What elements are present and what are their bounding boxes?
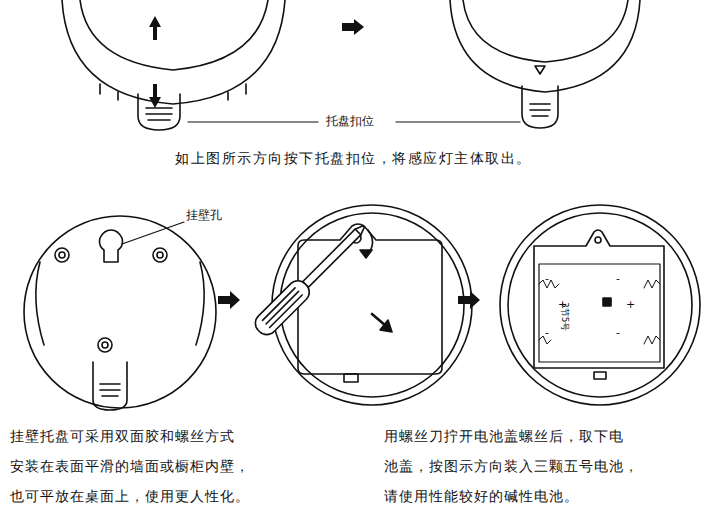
align-mark	[535, 66, 545, 74]
screw-hole	[102, 342, 108, 348]
cover-tab	[594, 372, 606, 379]
lamp-back	[272, 205, 472, 405]
polarity-sign: +	[626, 298, 635, 311]
direction-arrows	[149, 16, 161, 108]
tray-clip	[138, 94, 180, 130]
screwdriver	[251, 219, 371, 339]
instruction-text: 挂壁托盘可采用双面胶和螺丝方式 安装在表面平滑的墙面或橱柜内壁， 也可平放在桌面…	[10, 421, 272, 506]
polarity-sign: -	[545, 272, 549, 285]
screw-hole	[595, 237, 601, 243]
leader-line	[122, 222, 184, 244]
spring	[644, 280, 660, 344]
lamp-ring	[80, 0, 268, 70]
lamp-back	[280, 213, 464, 397]
remove-arrow	[380, 320, 392, 332]
battery-cover	[298, 224, 442, 374]
lamp-body	[450, 0, 640, 92]
tray-edge	[196, 262, 204, 345]
lamp-body	[62, 0, 285, 104]
turn-arrow	[360, 250, 372, 258]
screw-hole	[55, 248, 69, 262]
lamp-back	[508, 213, 692, 397]
wall-tray	[24, 216, 216, 408]
polarity-sign: +	[558, 298, 567, 311]
step-arrow	[458, 291, 480, 309]
screw-hole	[59, 252, 65, 258]
cover-tab	[344, 374, 358, 382]
lamp-ring	[463, 0, 628, 62]
screw-hole	[98, 338, 112, 352]
battery-bay	[539, 264, 660, 362]
lamp-notches	[100, 84, 246, 100]
tray-clip	[522, 86, 558, 128]
lamp-back	[500, 205, 700, 405]
part-label: 托盘扣位	[326, 114, 374, 128]
clip-ribs	[146, 108, 172, 120]
tray-edge	[36, 262, 44, 345]
battery-compartment	[534, 230, 664, 368]
hanging-hole	[100, 230, 123, 262]
instruction-text: 用螺丝刀拧开电池盖螺丝后，取下电 池盖，按图示方向装入三颗五号电池， 请使用性能…	[384, 421, 674, 506]
clip-ribs	[530, 104, 550, 116]
polarity-sign: -	[545, 326, 549, 339]
contact-mark	[603, 298, 611, 306]
clip-ribs	[100, 384, 120, 396]
polarity-sign: -	[616, 272, 620, 285]
instruction-caption: 如上图所示方向按下托盘扣位，将感应灯主体取出。	[175, 150, 532, 167]
step-arrow	[342, 19, 364, 35]
screw-hole	[153, 248, 167, 262]
screw-hole	[157, 252, 163, 258]
polarity-sign: -	[616, 326, 620, 339]
tray-clip	[93, 362, 127, 410]
spring	[539, 280, 559, 344]
step-arrow	[218, 291, 240, 309]
part-label: 挂壁孔	[186, 208, 222, 222]
